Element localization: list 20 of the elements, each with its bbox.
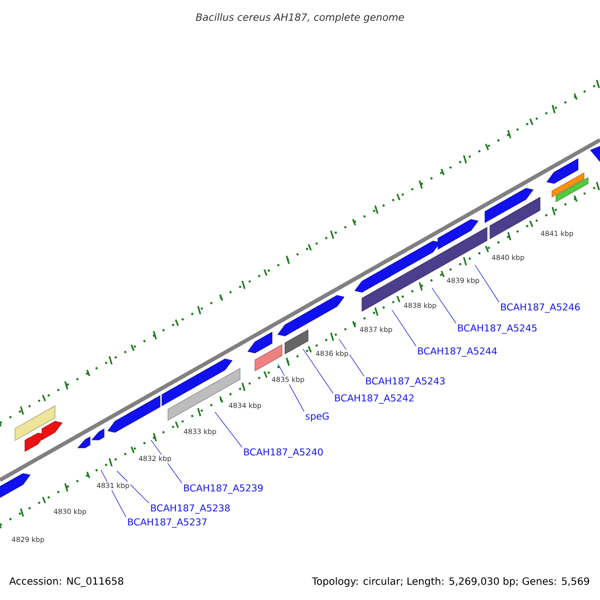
gene-label: BCAH187_A5246 <box>501 303 580 313</box>
topology-text: Topology: circular; Length: 5,269,030 bp; Genes: 5,569 <box>312 577 590 587</box>
leader-line <box>474 264 500 302</box>
leader-line <box>116 470 150 504</box>
gene-label: BCAH187_A5244 <box>418 347 497 357</box>
leader-line <box>392 310 416 346</box>
gene-label: BCAH187_A5237 <box>128 518 207 528</box>
leader-line <box>432 288 456 324</box>
gene-label: BCAH187_A5238 <box>151 504 230 514</box>
gene-label: BCAH187_A5240 <box>244 448 323 458</box>
gene-label: BCAH187_A5242 <box>335 394 414 404</box>
gene-label: BCAH187_A5239 <box>184 484 263 494</box>
leader-line <box>338 338 364 376</box>
leader-line <box>302 348 334 394</box>
leader-line <box>214 412 242 448</box>
gene-label: speG <box>306 412 329 422</box>
gene-label: BCAH187_A5243 <box>366 377 445 387</box>
title: Bacillus cereus AH187, complete genome <box>196 13 404 23</box>
accession-text: Accession: NC_011658 <box>9 577 124 587</box>
gene-label: BCAH187_A5245 <box>458 324 537 334</box>
